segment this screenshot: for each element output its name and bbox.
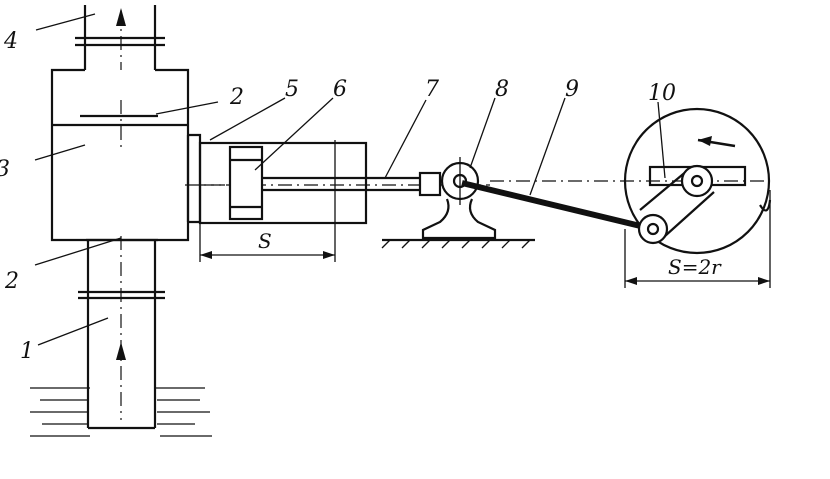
flow-arrow-up-icon	[116, 342, 126, 360]
stroke-dimension	[199, 140, 336, 262]
suction-pipe	[78, 236, 165, 430]
crank-dimension	[624, 190, 771, 288]
piston	[228, 145, 264, 221]
label-valve-upper: 2	[229, 85, 244, 110]
connecting-rod	[461, 180, 770, 232]
piston-rod	[262, 171, 442, 197]
leader-lines	[34, 13, 666, 346]
crosshead	[381, 157, 535, 249]
label-crosshead: 8	[495, 77, 509, 102]
label-crank: 10	[648, 81, 676, 106]
valve-chamber	[50, 68, 240, 242]
label-delivery-pipe: 4	[3, 29, 18, 54]
label-connecting-rod: 9	[565, 77, 579, 102]
label-valve-chamber: 3	[0, 157, 10, 182]
water-surface	[30, 387, 212, 437]
label-piston-rod: 7	[425, 77, 439, 102]
label-piston: 6	[333, 77, 347, 102]
label-suction-pipe: 1	[20, 339, 34, 364]
delivery-pipe	[75, 5, 165, 70]
label-valve-lower: 2	[4, 269, 19, 294]
crank-dimension-text: S=2r	[668, 255, 722, 279]
stroke-dimension-text: S	[258, 229, 272, 253]
label-cylinder: 5	[285, 77, 299, 102]
crank-wheel	[623, 107, 772, 255]
flow-arrow-up-icon	[116, 8, 126, 26]
